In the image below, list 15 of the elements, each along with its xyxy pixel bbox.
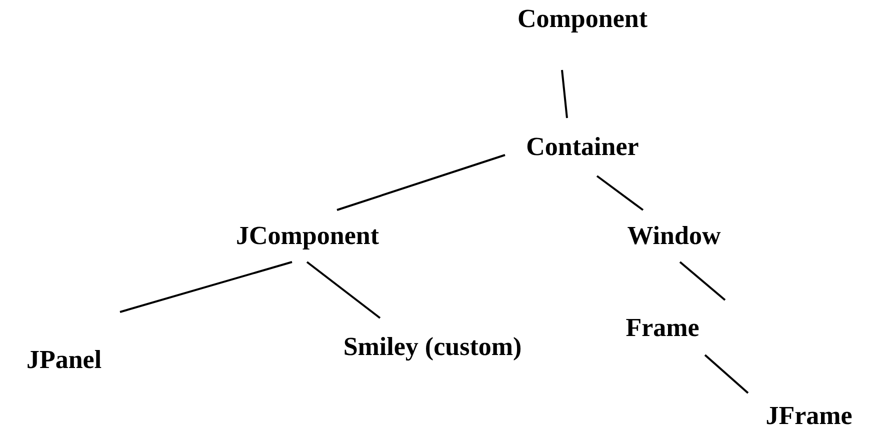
connector-line [336,154,506,211]
connector-line [120,261,292,313]
connector-line [306,261,381,319]
class-name: Smiley (custom) [343,330,522,362]
connector-line [596,175,644,211]
class-name: Window [627,220,721,252]
class-name: JComponent [236,220,379,252]
class-name: Component [517,3,648,34]
class-name: Frame [626,312,700,344]
connector-line [679,261,726,301]
connector-line [561,70,568,118]
class-name: JPanel [26,344,102,375]
class-name: JFrame [766,400,852,432]
connector-line [704,354,749,394]
class-name: Container [526,131,639,163]
